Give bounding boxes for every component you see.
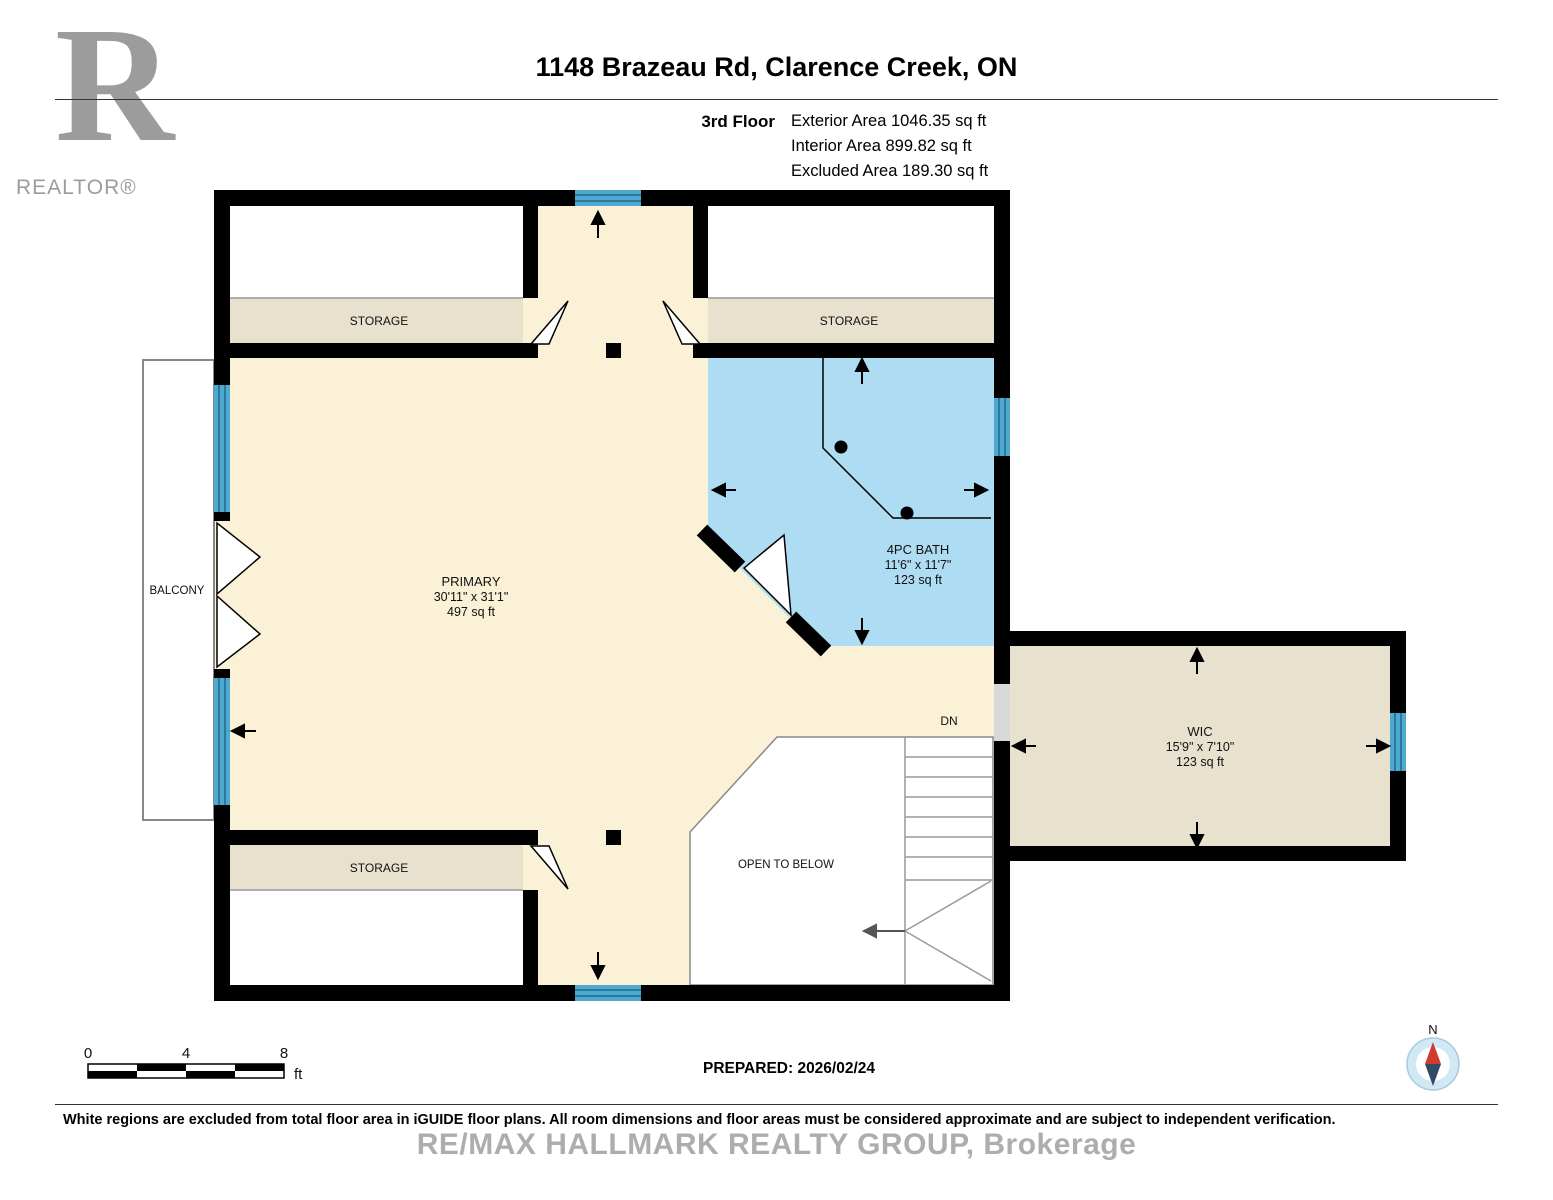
arrow-primary-left [229,723,256,739]
storage-bottom-left-label: STORAGE [350,861,408,875]
arrow-wic-down [1189,822,1205,850]
wic-door-opening [994,684,1010,741]
exterior-area: Exterior Area 1046.35 sq ft [791,112,987,130]
floor-label: 3rd Floor [701,112,775,131]
storage-top-left-label: STORAGE [350,314,408,328]
window-left-lower [214,678,230,805]
arrow-hall-down [590,952,606,981]
wic-area: 123 sq ft [1176,755,1224,769]
measure-arrows [229,209,1392,981]
wic-label: WIC [1187,724,1212,739]
storage-top-left-door [529,300,569,345]
arrow-wic-up [1189,646,1205,674]
brokerage-watermark: RE/MAX HALLMARK REALTY GROUP, Brokerage [416,1128,1137,1161]
compass-needle-north [1425,1042,1441,1064]
windows-mullions [218,194,1402,997]
realtor-logo-text: REALTOR® [16,176,137,199]
scale-tick-8: 8 [280,1045,288,1062]
arrow-wic-left [1010,738,1036,754]
arrow-wic-right [1366,738,1392,754]
realtor-logo-icon: R [55,0,175,176]
windows-glass [214,190,1406,1001]
disclaimer-text: White regions are excluded from total fl… [63,1112,1336,1128]
fixture-dot-2 [900,506,914,520]
scale-tick-0: 0 [84,1045,92,1062]
storage-top-right-door [662,300,702,345]
scale-tick-4: 4 [182,1045,190,1062]
storage-bottom-left-floor [230,845,523,890]
walls [214,190,1406,1001]
excluded-area-top-left [214,190,538,298]
window-bottom [575,985,641,1001]
primary-label: PRIMARY [442,574,501,589]
footer-divider [55,1104,1498,1105]
floor-info: 3rd Floor Exterior Area 1046.35 sq ft In… [620,109,988,184]
window-wic [1390,713,1406,771]
bath-label: 4PC BATH [887,542,950,557]
arrow-bath-down [854,618,870,646]
window-left-upper [214,385,230,512]
page-title: 1148 Brazeau Rd, Clarence Creek, ON [535,52,1018,82]
header-divider [55,99,1498,100]
compass-needle-south [1425,1064,1441,1086]
window-top [575,190,641,206]
open-to-below-label: OPEN TO BELOW [738,859,834,871]
stairs-down-arrow [861,923,905,939]
balcony-door-lower [216,594,262,669]
storage-top-left-floor [230,298,523,343]
balcony-label: BALCONY [150,585,205,597]
stairs-dn-label: DN [940,714,957,728]
arrow-hall-up [590,209,606,238]
knee-wall-lines [230,297,994,891]
scale-unit: ft [294,1066,303,1083]
storage-top-right-floor [708,298,994,343]
balcony-door-upper [216,521,262,596]
bath-fixtures [822,358,991,520]
excluded-area-top-right [693,190,1010,298]
primary-dims: 30'11" x 31'1" [434,590,509,604]
floor-areas: Exterior Area 1046.35 sq ft Interior Are… [791,109,988,184]
excluded-area: Excluded Area 189.30 sq ft [791,162,989,180]
bath-area: 123 sq ft [894,573,942,587]
doors [216,300,792,890]
wic-dims: 15'9" x 7'10" [1166,740,1235,754]
bath-dims: 11'6" x 11'7" [885,558,952,572]
storage-bottom-left-door [529,845,569,890]
arrow-bath-left [710,482,736,498]
storage-top-right-label: STORAGE [820,314,878,328]
balcony-outline [142,359,215,821]
primary-area: 497 sq ft [447,605,495,619]
scale-bar: 0 4 8 ft [84,1045,303,1083]
wic-floor [994,631,1406,861]
window-bath [994,398,1010,456]
bath-door [742,533,792,617]
bath-diagonal-wall [696,524,832,657]
excluded-area-bottom-left [214,890,538,1001]
interior-area: Interior Area 899.82 sq ft [791,137,972,155]
arrow-bath-up [854,356,870,384]
prepared-date: PREPARED: 2026/02/24 [703,1060,876,1077]
stairs [904,737,993,985]
arrow-bath-right [964,482,990,498]
compass: N [1406,1022,1460,1091]
compass-n-label: N [1428,1022,1437,1037]
fixture-dot-1 [834,440,848,454]
